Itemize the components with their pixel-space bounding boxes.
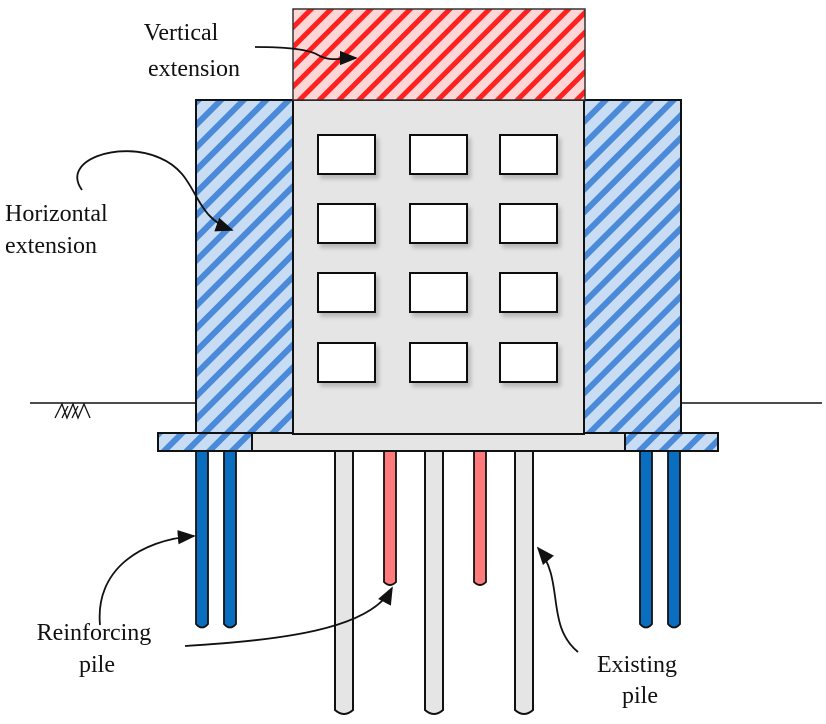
reinforcing-pile [195,451,209,629]
window [409,342,468,383]
window [499,203,558,244]
reinforcing-pile [667,451,681,629]
existing-pile-label: Existing pile [597,652,683,709]
reinforcing-pile [383,451,397,586]
existing-piles [334,451,534,715]
reinforcing-pile-arrow-red [184,586,393,647]
reinforcing-pile-arrow-blue [98,530,196,626]
window [317,342,376,383]
vertical-extension-label: Vertical extension [144,20,240,82]
horizontal-extension-left [195,99,294,434]
window [409,134,468,175]
existing-foundation [251,432,626,452]
foundation-extension-right [624,432,719,452]
horizontal-extension-right [583,99,682,434]
existing-pile [334,451,354,715]
foundation-extension-left [157,432,253,452]
window [317,203,376,244]
window [317,272,376,313]
reinforcing-pile-label: Reinforcing pile [37,620,158,678]
window [499,134,558,175]
window [317,134,376,175]
reinforcing-pile [223,451,237,629]
window [409,203,468,244]
window [499,272,558,313]
reinforcing-pile [473,451,487,586]
reinforcing-pile [639,451,653,629]
windows [317,134,558,383]
window [409,272,468,313]
vertical-extension-arrow [254,46,358,66]
ground-hatch-icon [54,402,91,420]
existing-pile [514,451,534,715]
existing-pile-arrow [536,546,579,653]
horizontal-extension-label: Horizontal extension [5,201,114,259]
window [499,342,558,383]
horizontal-extension-arrow [76,150,234,232]
vertical-extension [292,8,586,101]
reinforcing-piles-red [383,451,487,586]
existing-pile [424,451,444,715]
reinforcing-piles-blue [195,451,681,629]
